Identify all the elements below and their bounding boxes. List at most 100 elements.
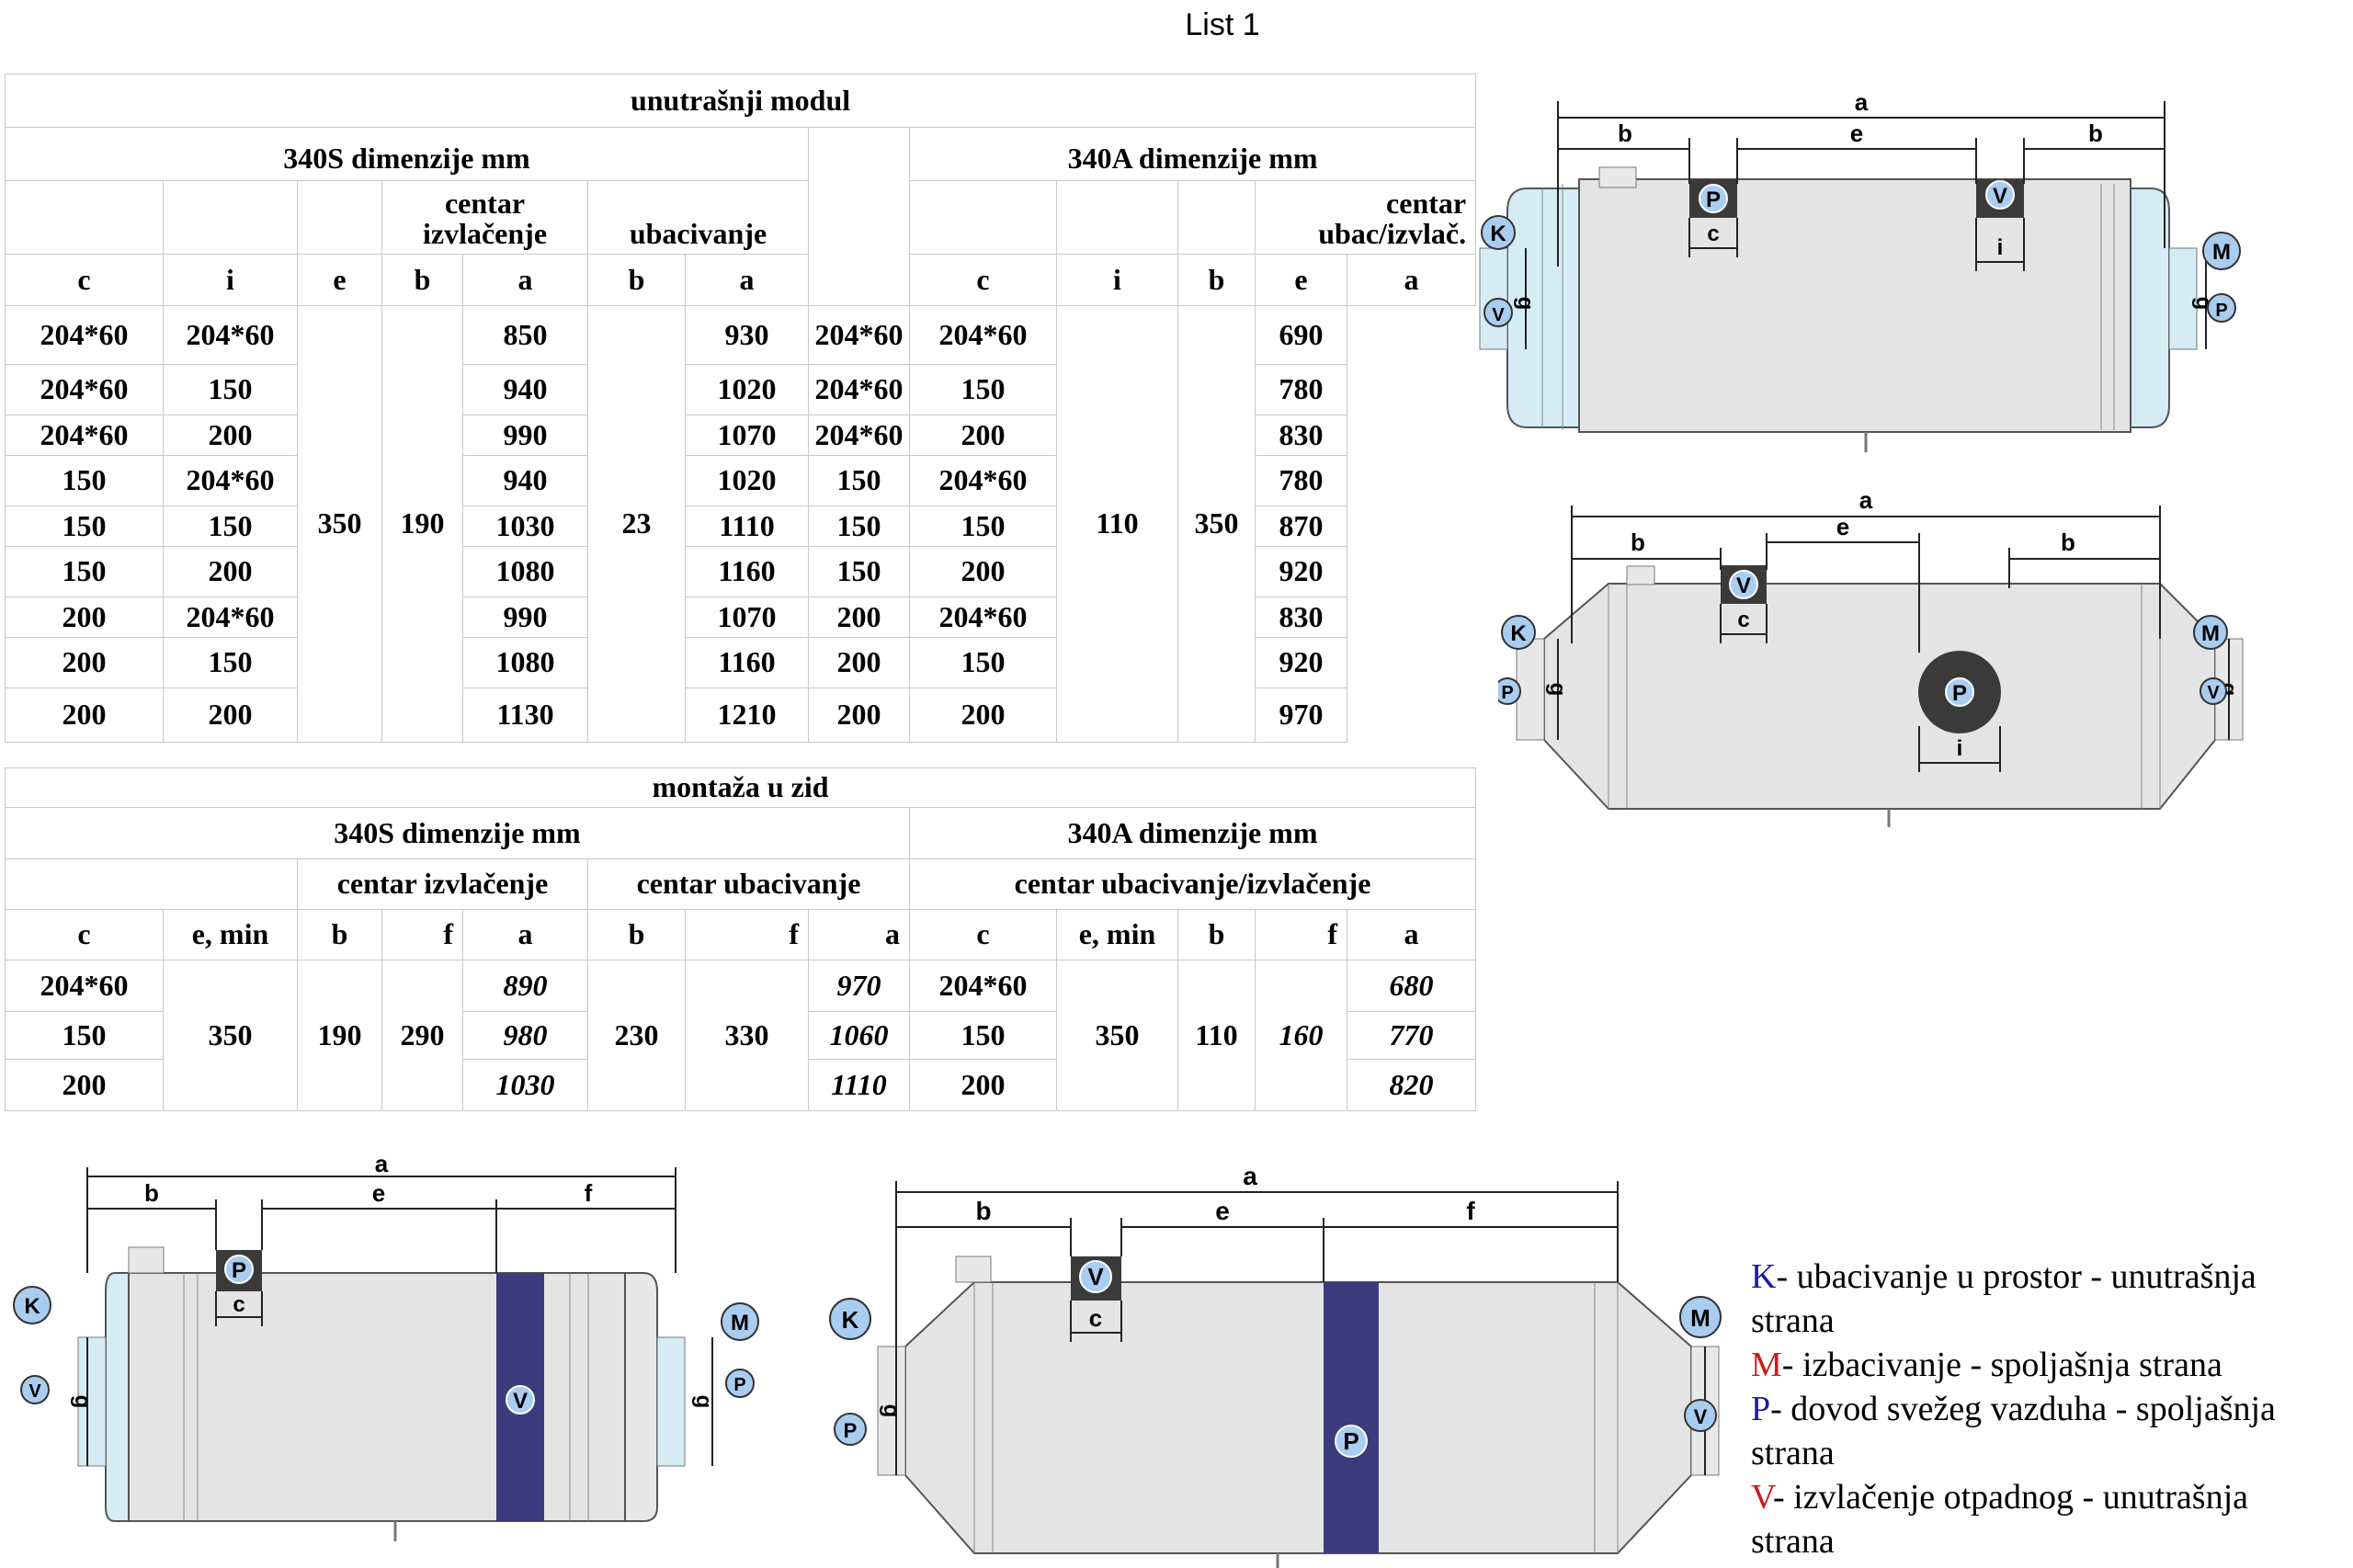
table-cell: 204*60 xyxy=(909,305,1057,365)
table-cell: 150 xyxy=(909,364,1057,415)
table-cell: 200 xyxy=(909,415,1057,456)
table2-centar-ubacivanje-izvlacenje-header: centar ubacivanje/izvlačenje xyxy=(908,858,1477,910)
table-cell: 150 xyxy=(5,506,164,547)
table2-blank xyxy=(5,858,298,910)
table-unutrasnji-modul: unutrašnji modul 340S dimenzije mm 340A … xyxy=(4,74,1477,743)
dim-label-a: a xyxy=(1855,88,1869,116)
dim-label-b: b xyxy=(1631,528,1645,556)
col-header: c xyxy=(909,254,1057,306)
table-cell: 980 xyxy=(462,1011,588,1060)
table-cell: 150 xyxy=(909,637,1057,688)
table1-column-headers: c i e b a b a c i b e a xyxy=(5,254,1477,306)
legend-item-p: P- dovod svežeg vazduha - spoljašnja str… xyxy=(1751,1387,2339,1475)
table-cell: 930 xyxy=(685,305,809,365)
table1-blank xyxy=(297,180,382,255)
table2-merged-f: 160 xyxy=(1255,960,1347,1111)
table-cell: 200 xyxy=(5,1059,164,1111)
table-cell: 820 xyxy=(1346,1059,1477,1111)
col-header: a xyxy=(462,909,588,960)
table1-merged-e: 350 xyxy=(1177,305,1256,743)
table-cell: 1110 xyxy=(685,506,809,547)
dim-label-a: a xyxy=(1243,1162,1257,1190)
col-header: f xyxy=(685,909,809,960)
dim-label-g: g xyxy=(1513,297,1538,311)
table1-blank xyxy=(909,180,1057,255)
table2-merged-emin: 350 xyxy=(1056,960,1178,1111)
port-v-label: V xyxy=(28,1381,41,1402)
table-cell: 200 xyxy=(808,637,910,688)
legend-text: - izbacivanje - spoljašnja strana xyxy=(1781,1346,2222,1384)
table-cell: 920 xyxy=(1255,546,1347,597)
table-cell: 1080 xyxy=(462,546,588,597)
dim-label-b: b xyxy=(1618,119,1632,147)
table-cell: 200 xyxy=(163,546,298,597)
dim-label-e: e xyxy=(1836,513,1849,540)
table-cell: 150 xyxy=(163,364,298,415)
table-cell: 1030 xyxy=(462,1059,588,1111)
table-cell: 150 xyxy=(909,506,1057,547)
table2-340a-title: 340A dimenzije mm xyxy=(908,807,1477,859)
table-cell: 204*60 xyxy=(5,364,164,415)
diagram-340s-unutrasnji: a b e b c i g g P V K V M P xyxy=(1479,88,2241,452)
table-cell: 204*60 xyxy=(909,960,1057,1012)
legend-key: M xyxy=(1751,1346,1782,1384)
dim-label-c: c xyxy=(1737,608,1749,632)
table2-merged-b: 190 xyxy=(297,960,382,1111)
table-cell: 1020 xyxy=(685,364,809,415)
table-cell: 970 xyxy=(1255,687,1347,743)
table1-merged-e: 350 xyxy=(297,305,382,743)
port-p-label: P xyxy=(232,1258,246,1283)
table-cell: 204*60 xyxy=(5,305,164,365)
dim-label-g: g xyxy=(1545,683,1570,697)
port-k-label: K xyxy=(842,1306,859,1334)
col-header: i xyxy=(163,254,298,306)
dim-label-i: i xyxy=(1957,736,1963,761)
dim-label-c: c xyxy=(233,1292,244,1317)
port-m-label: M xyxy=(731,1311,749,1335)
dim-label-c: c xyxy=(1707,222,1719,246)
table1-gap xyxy=(808,127,910,255)
col-header: b xyxy=(1177,909,1256,960)
table2-centar-izvlacenje-header: centar izvlačenje xyxy=(297,858,588,910)
table-cell: 940 xyxy=(462,455,588,506)
table-cell: 830 xyxy=(1255,597,1347,638)
port-m-label: M xyxy=(2212,240,2231,265)
table-cell: 204*60 xyxy=(808,305,910,365)
port-v-label: V xyxy=(2207,683,2220,703)
col-header: b xyxy=(587,254,686,306)
table1-merged-b: 110 xyxy=(1056,305,1178,743)
table2-column-headers: c e, min b f a b f a c e, min b f a xyxy=(5,909,1477,960)
table-cell: 150 xyxy=(909,1011,1057,1060)
diagram-340s-montaza: a b e f c g g P V K V M P xyxy=(13,1153,759,1541)
legend-text: - dovod svežeg vazduha - spoljašnja stra… xyxy=(1751,1390,2276,1472)
dim-label-e: e xyxy=(1215,1197,1230,1225)
table2-title: montaža u zid xyxy=(4,767,1477,808)
port-p-label: P xyxy=(1501,683,1513,703)
table-cell: 204*60 xyxy=(163,597,298,638)
port-m-label: M xyxy=(2201,621,2220,646)
table-cell: 1070 xyxy=(685,415,809,456)
col-header: a xyxy=(685,254,809,306)
table1-blank xyxy=(163,180,298,255)
legend-item-v: V- izvlačenje otpadnog - unutrašnja stra… xyxy=(1751,1475,2339,1563)
table-cell: 1130 xyxy=(462,687,588,743)
port-v-label: V xyxy=(1694,1405,1708,1428)
port-v-label: V xyxy=(1993,184,2007,209)
table-cell: 1110 xyxy=(808,1059,910,1111)
port-v-label: V xyxy=(1492,305,1505,325)
legend-text: - ubacivanje u prostor - unutrašnja stra… xyxy=(1751,1257,2256,1340)
table-cell: 1160 xyxy=(685,546,809,597)
table-cell: 150 xyxy=(5,455,164,506)
col-header: i xyxy=(1056,254,1178,306)
port-v-label: V xyxy=(1736,574,1751,598)
table-cell: 1070 xyxy=(685,597,809,638)
table-cell: 200 xyxy=(808,687,910,743)
